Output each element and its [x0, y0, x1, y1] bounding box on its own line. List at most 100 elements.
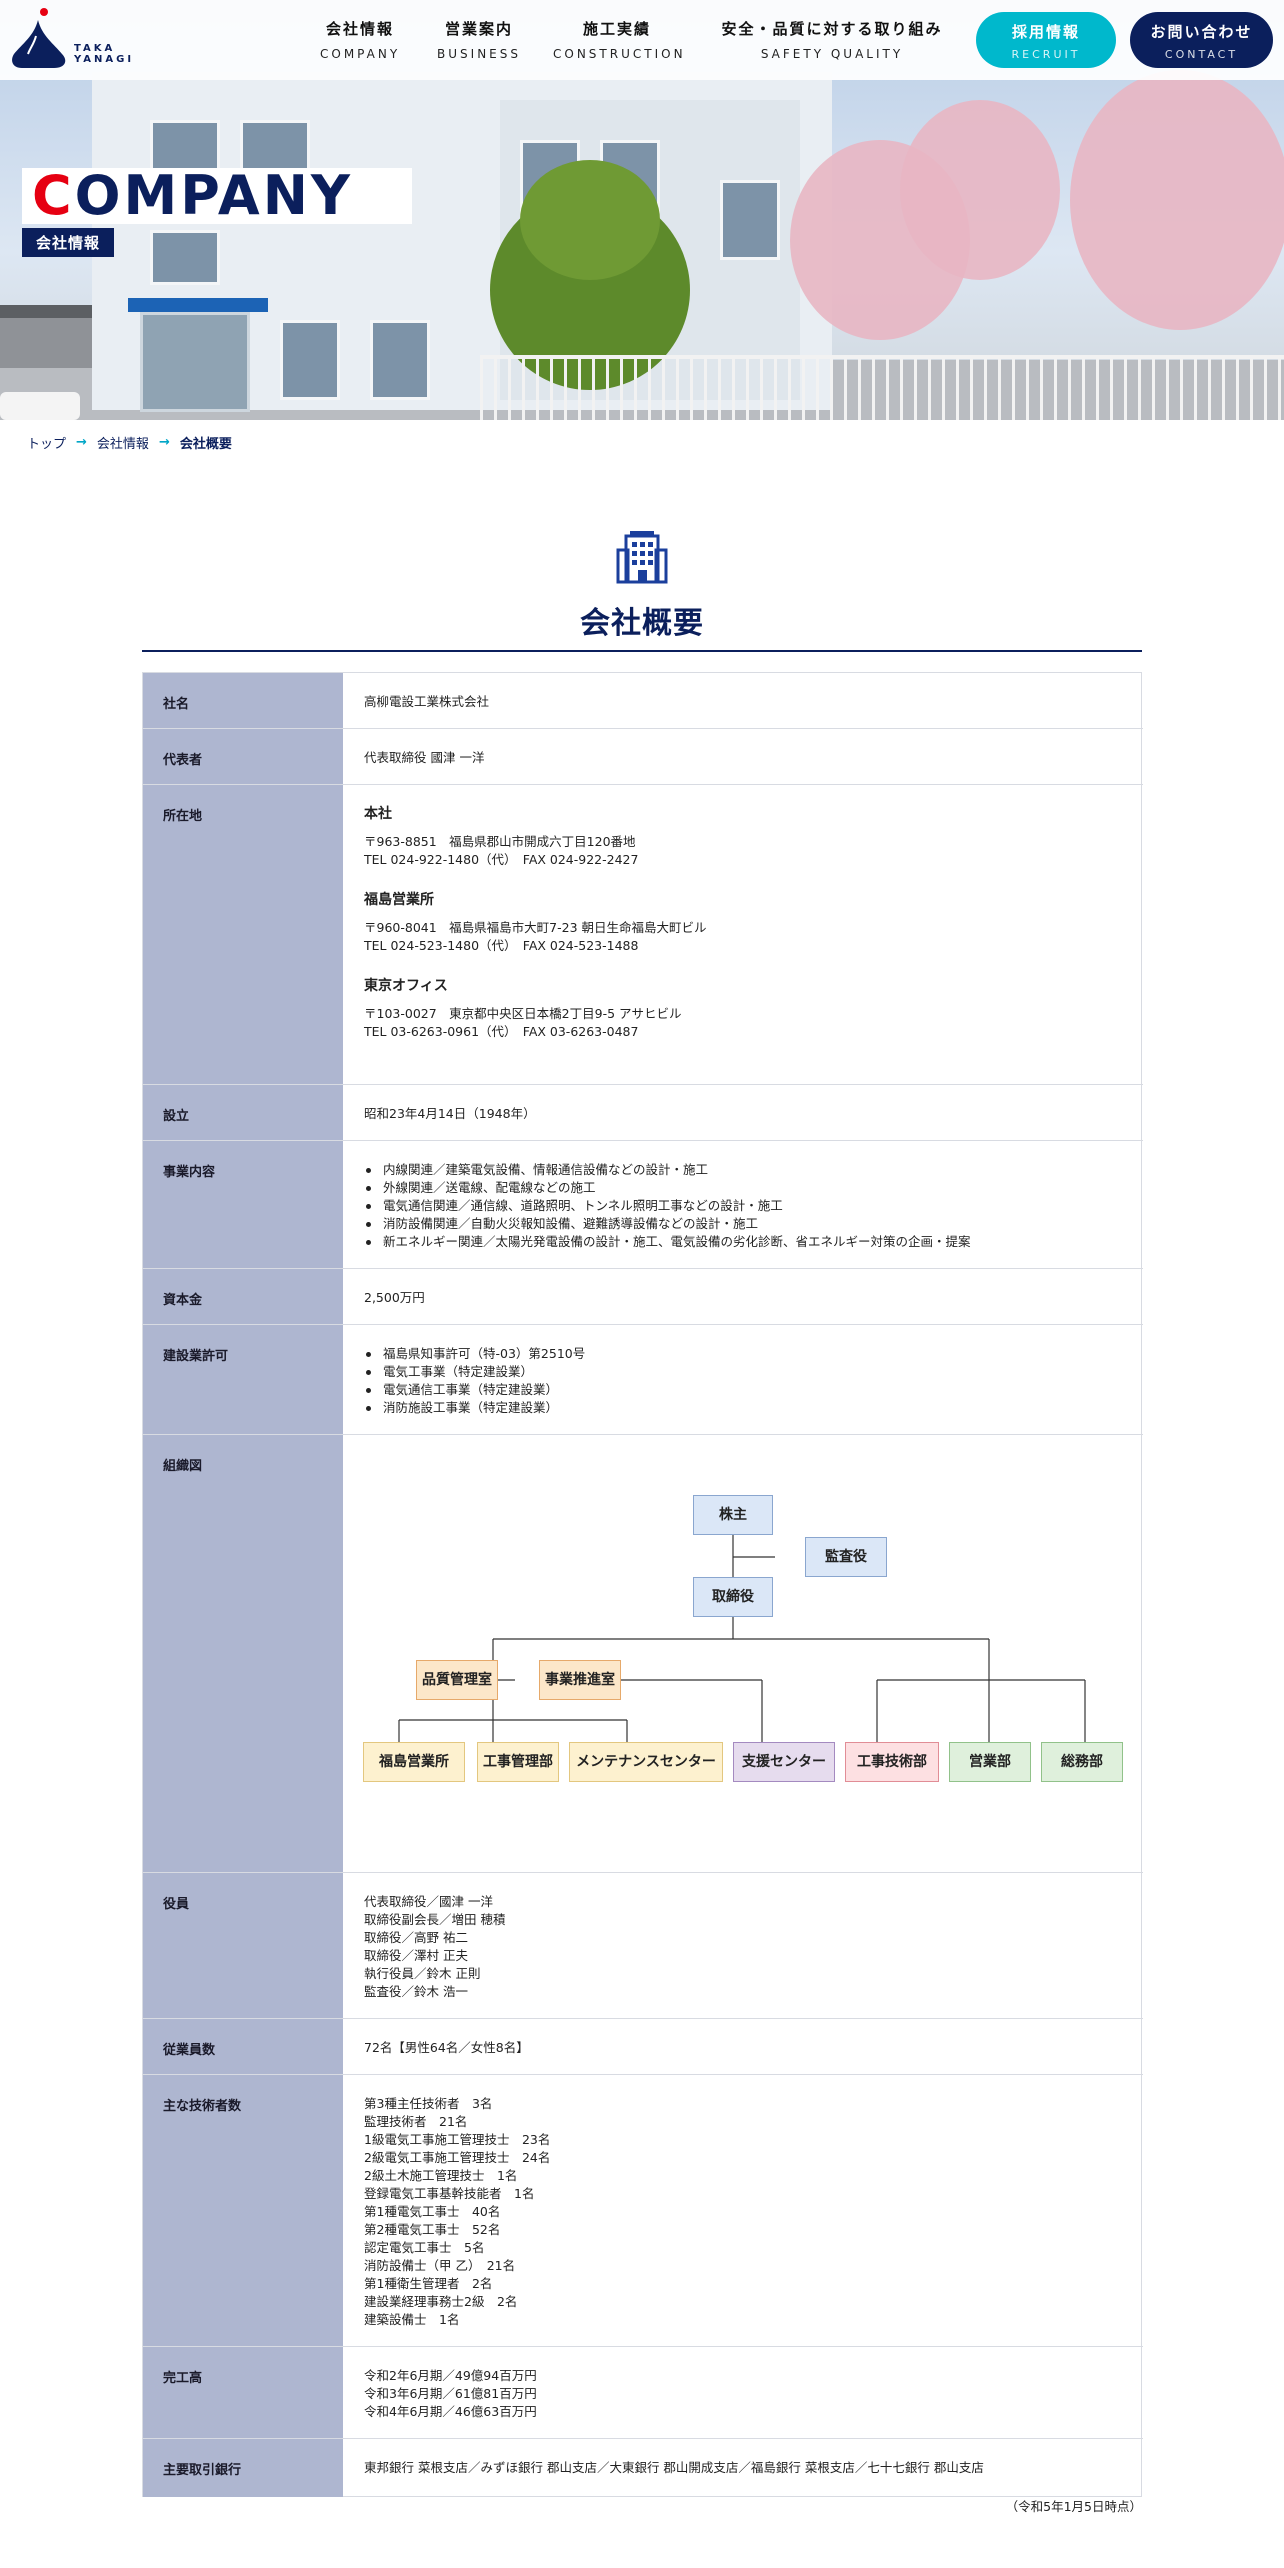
org-box-construction-management: 工事管理部	[477, 1742, 559, 1782]
as-of-note: （令和5年1月5日時点）	[1005, 2499, 1142, 2514]
list-item: 電気工事業（特定建設業）	[364, 1363, 1143, 1381]
table-row-business: 事業内容 内線関連／建築電気設備、情報通信設備などの設計・施工 外線関連／送電線…	[143, 1141, 1143, 1269]
building-icon	[616, 531, 668, 584]
office-name: 本社	[364, 806, 392, 822]
list-item: 新エネルギー関連／太陽光発電設備の設計・施工、電気設備の劣化診断、省エネルギー対…	[364, 1233, 1143, 1251]
site-header: TAKA YANAGI 会社情報 COMPANY 営業案内 BUSINESS 施…	[0, 0, 1284, 80]
hero-title-rest: OMPANY	[74, 164, 353, 227]
engineer-line: 建設業経理事務士2級 2名	[364, 2294, 518, 2309]
company-info-table: 社名 高柳電設工業株式会社 代表者 代表取締役 國津 一洋 所在地 本社 〒96…	[142, 672, 1143, 2497]
representative-value: 代表取締役 國津 一洋	[364, 750, 485, 765]
completed-line: 令和4年6月期／46億63百万円	[364, 2404, 537, 2419]
completed-line: 令和2年6月期／49億94百万円	[364, 2368, 537, 2383]
breadcrumb-current: 会社概要	[179, 437, 232, 452]
org-box-maintenance-center: メンテナンスセンター	[569, 1742, 723, 1782]
breadcrumb-top-link[interactable]: トップ	[27, 437, 67, 452]
officer-line: 取締役／高野 祐二	[364, 1930, 468, 1945]
engineer-line: 第3種主任技術者 3名	[364, 2096, 493, 2111]
org-box-fukushima-office: 福島営業所	[363, 1742, 465, 1782]
logo-text: TAKA YANAGI	[74, 43, 135, 65]
table-row-banks: 主要取引銀行 東邦銀行 菜根支店／みずほ銀行 郡山支店／大東銀行 郡山開成支店／…	[143, 2439, 1143, 2497]
row-label: 主な技術者数	[143, 2075, 343, 2346]
office-postal: 〒103-0027 東京都中央区日本橋2丁目9-5 アサヒビル	[364, 1006, 682, 1021]
office-postal: 〒963-8851 福島県郡山市開成六丁目120番地	[364, 834, 636, 849]
breadcrumb-arrow-icon: →	[158, 435, 170, 450]
office-name: 東京オフィス	[364, 978, 448, 994]
address-value: 本社 〒963-8851 福島県郡山市開成六丁目120番地 TEL 024-92…	[343, 785, 1143, 1084]
org-box-sales: 営業部	[949, 1742, 1031, 1782]
list-item: 福島県知事許可（特-03）第2510号	[364, 1345, 1143, 1363]
engineer-line: 1級電気工事施工管理技士 23名	[364, 2132, 551, 2147]
list-item: 電気通信関連／通信線、道路照明、トンネル照明工事などの設計・施工	[364, 1197, 1143, 1215]
row-label: 事業内容	[143, 1141, 343, 1268]
logo-mark-icon	[12, 8, 66, 68]
engineer-line: 第1種衛生管理者 2名	[364, 2276, 493, 2291]
table-row-license: 建設業許可 福島県知事許可（特-03）第2510号 電気工事業（特定建設業） 電…	[143, 1325, 1143, 1435]
nav-company[interactable]: 会社情報 COMPANY	[320, 20, 401, 61]
license-value: 福島県知事許可（特-03）第2510号 電気工事業（特定建設業） 電気通信工事業…	[343, 1325, 1143, 1434]
org-box-quality-control: 品質管理室	[416, 1660, 498, 1700]
table-row-capital: 資本金 2,500万円	[143, 1269, 1143, 1325]
row-label: 所在地	[143, 785, 343, 1084]
org-chart-lines	[398, 1535, 1086, 1742]
row-label: 建設業許可	[143, 1325, 343, 1434]
officer-line: 執行役員／鈴木 正則	[364, 1966, 481, 1981]
officer-line: 監査役／鈴木 浩一	[364, 1984, 468, 1999]
recruit-button[interactable]: 採用情報 RECRUIT	[976, 12, 1116, 68]
org-box-auditor: 監査役	[805, 1537, 887, 1577]
engineer-line: 登録電気工事基幹技能者 1名	[364, 2186, 535, 2201]
founded-value: 昭和23年4月14日（1948年）	[364, 1106, 536, 1121]
capital-value: 2,500万円	[364, 1290, 425, 1305]
engineer-line: 2級電気工事施工管理技士 24名	[364, 2150, 551, 2165]
officer-line: 取締役副会長／増田 穂積	[364, 1912, 506, 1927]
org-box-general-affairs: 総務部	[1041, 1742, 1123, 1782]
nav-business[interactable]: 営業案内 BUSINESS	[437, 20, 521, 61]
completed-value: 令和2年6月期／49億94百万円 令和3年6月期／61億81百万円 令和4年6月…	[343, 2347, 1143, 2438]
nav-safety-quality[interactable]: 安全・品質に対する取り組み SAFETY QUALITY	[721, 20, 943, 61]
office-tel: TEL 03-6263-0961（代） FAX 03-6263-0487	[364, 1024, 639, 1039]
org-box-engineering: 工事技術部	[845, 1742, 939, 1782]
company-name-value: 高柳電設工業株式会社	[364, 694, 490, 709]
engineer-line: 第1種電気工事士 40名	[364, 2204, 501, 2219]
completed-line: 令和3年6月期／61億81百万円	[364, 2386, 537, 2401]
list-item: 内線関連／建築電気設備、情報通信設備などの設計・施工	[364, 1161, 1143, 1179]
row-label: 完工高	[143, 2347, 343, 2438]
org-chart: 株主 監査役 取締役 品質管理室 事業推進室 福島営業所 工事管理部 メンテナン…	[343, 1435, 1143, 1872]
org-box-board: 取締役	[693, 1577, 773, 1617]
engineers-value: 第3種主任技術者 3名 監理技術者 21名 1級電気工事施工管理技士 23名 2…	[343, 2075, 1143, 2346]
office-name: 福島営業所	[364, 892, 434, 908]
table-row-org-chart: 組織図	[143, 1435, 1143, 1873]
table-row-employees: 従業員数 72名【男性64名／女性8名】	[143, 2019, 1143, 2075]
officers-value: 代表取締役／國津 一洋 取締役副会長／増田 穂積 取締役／高野 祐二 取締役／澤…	[343, 1873, 1143, 2018]
engineer-line: 認定電気工事士 5名	[364, 2240, 485, 2255]
row-label: 資本金	[143, 1269, 343, 1324]
row-label: 社名	[143, 673, 343, 728]
list-item: 消防施設工事業（特定建設業）	[364, 1399, 1143, 1417]
officer-line: 取締役／澤村 正夫	[364, 1948, 468, 1963]
office-fukushima: 福島営業所 〒960-8041 福島県福島市大町7-23 朝日生命福島大町ビル …	[364, 891, 1143, 955]
office-tokyo: 東京オフィス 〒103-0027 東京都中央区日本橋2丁目9-5 アサヒビル T…	[364, 977, 1143, 1041]
hero-title-first-letter: C	[32, 164, 75, 227]
employees-value: 72名【男性64名／女性8名】	[364, 2040, 529, 2055]
table-row-address: 所在地 本社 〒963-8851 福島県郡山市開成六丁目120番地 TEL 02…	[143, 785, 1143, 1085]
nav-construction[interactable]: 施工実績 CONSTRUCTION	[553, 20, 686, 61]
org-box-shareholders: 株主	[693, 1495, 773, 1535]
row-label: 代表者	[143, 729, 343, 784]
business-value: 内線関連／建築電気設備、情報通信設備などの設計・施工 外線関連／送電線、配電線な…	[343, 1141, 1143, 1268]
table-row-engineers: 主な技術者数 第3種主任技術者 3名 監理技術者 21名 1級電気工事施工管理技…	[143, 2075, 1143, 2347]
hero-title: COMPANY	[32, 166, 353, 226]
row-label: 主要取引銀行	[143, 2439, 343, 2497]
list-item: 電気通信工事業（特定建設業）	[364, 1381, 1143, 1399]
engineer-line: 建築設備士 1名	[364, 2312, 460, 2327]
breadcrumb-company-link[interactable]: 会社情報	[96, 437, 149, 452]
breadcrumb-arrow-icon: →	[76, 435, 87, 450]
org-box-support-center: 支援センター	[733, 1742, 835, 1782]
table-row-founded: 設立 昭和23年4月14日（1948年）	[143, 1085, 1143, 1141]
engineer-line: 消防設備士（甲 乙） 21名	[364, 2258, 516, 2273]
engineer-line: 第2種電気工事士 52名	[364, 2222, 501, 2237]
title-divider	[142, 650, 1142, 652]
page-title: 会社概要	[580, 606, 704, 641]
contact-button[interactable]: お問い合わせ CONTACT	[1130, 12, 1273, 68]
site-logo[interactable]: TAKA YANAGI	[8, 6, 138, 72]
list-item: 外線関連／送電線、配電線などの施工	[364, 1179, 1143, 1197]
